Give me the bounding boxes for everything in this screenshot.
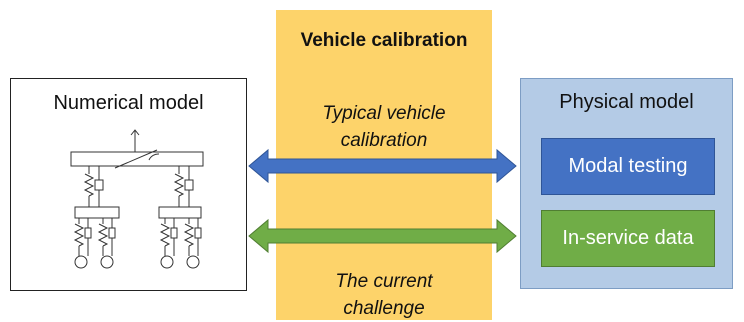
current-challenge-line-1: The current	[335, 271, 433, 292]
physical-model-box: Physical model Modal testing In-service …	[520, 78, 733, 289]
typical-calibration-label: Typical vehicle calibration	[276, 100, 492, 154]
physical-model-title: Physical model	[559, 91, 694, 113]
blue-double-arrow	[248, 148, 517, 184]
in-service-data-box: In-service data	[541, 210, 715, 267]
green-double-arrow	[248, 218, 517, 254]
typical-calibration-line-1: Typical vehicle	[322, 103, 446, 124]
current-challenge-line-2: challenge	[343, 298, 425, 319]
modal-testing-box: Modal testing	[541, 138, 715, 195]
vehicle-calibration-title: Vehicle calibration	[300, 30, 468, 51]
typical-calibration-line-2: calibration	[340, 130, 428, 151]
current-challenge-label: The current challenge	[276, 268, 492, 322]
numerical-model-box: Numerical model	[10, 78, 247, 291]
vehicle-suspension-schematic-icon	[70, 129, 204, 269]
numerical-model-title: Numerical model	[53, 92, 204, 114]
